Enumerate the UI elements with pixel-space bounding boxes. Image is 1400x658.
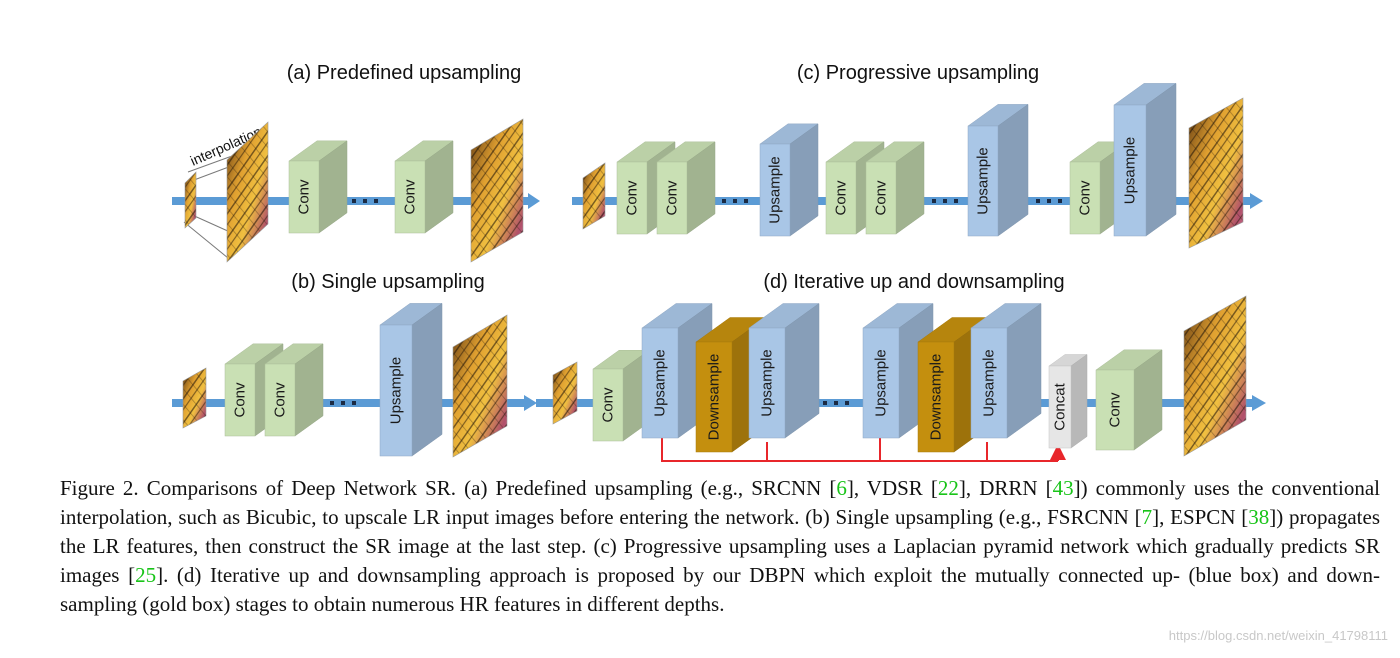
lr-input-image-a [184,171,197,229]
citation-ref: 25 [135,563,157,587]
caption-text: ], DRRN [ [958,476,1053,500]
caption-text: ], VDSR [ [846,476,938,500]
figure-caption: Figure 2. Comparisons of Deep Network SR… [60,474,1380,619]
citation-ref: 22 [937,476,959,500]
downsample-label: Downsample [928,354,945,441]
upsample-label: Upsample [652,349,669,417]
conv-label: Conv [600,387,617,423]
upsample-label: Upsample [767,156,784,224]
caption-text: ]. (d) Iterative up and downsampling app… [60,563,1380,616]
diagram-canvas: (a) Predefined upsampling (c) Progressiv… [172,62,1266,462]
conv-label: Conv [1077,180,1094,216]
upsample-block: Upsample [1113,82,1177,237]
upsample-label: Upsample [873,349,890,417]
upsample-label: Upsample [759,349,776,417]
upsample-block: Upsample [967,103,1029,237]
concat-label: Concat [1052,382,1069,430]
concat-block: Concat [1048,353,1088,449]
architecture-diagram: (a) Predefined upsampling (c) Progressiv… [172,62,1266,462]
lr-input-image-b [182,367,207,429]
ellipsis-dots-c1 [722,199,748,203]
ellipsis-dots-d [823,401,849,405]
panel-d-title: (d) Iterative up and downsampling [763,271,1064,293]
conv-label: Conv [1107,392,1124,428]
upsample-block: Upsample [970,303,1042,439]
conv-label: Conv [232,382,249,418]
images-layer [182,97,1247,458]
conv-block: Conv [264,343,324,437]
conv-label: Conv [402,179,419,215]
conv-block: Conv [592,349,650,442]
flow-arrow-a [172,193,540,209]
panel-c-title: (c) Progressive upsampling [797,62,1039,84]
upsample-label: Upsample [981,349,998,417]
ellipsis-dots-c3 [1036,199,1062,203]
lr-input-image-d [552,361,578,425]
conv-label: Conv [833,180,850,216]
conv-block: Conv [865,141,925,235]
lr-input-image-c [582,162,606,230]
citation-ref: 6 [836,476,847,500]
sr-output-image-d [1183,295,1247,457]
watermark-url: https://blog.csdn.net/weixin_41798111 [1168,628,1388,643]
skip-connections [661,437,1066,462]
conv-block: Conv [288,140,348,234]
conv-label: Conv [873,180,890,216]
sr-output-image-c [1188,97,1244,249]
sr-output-image-b [452,314,508,458]
sr-output-image-a [470,118,524,263]
citation-ref: 38 [1248,505,1270,529]
ellipsis-dots-c2 [932,199,958,203]
caption-text: Figure 2. Comparisons of Deep Network SR… [60,476,837,500]
upsample-label: Upsample [975,147,992,215]
downsample-label: Downsample [706,354,723,441]
panel-a-title: (a) Predefined upsampling [287,62,522,84]
caption-text: ]) commonly uses the conventional interp… [60,476,1380,529]
conv-label: Conv [296,179,313,215]
upsample-block: Upsample [379,302,443,457]
ellipsis-dots-a [352,199,378,203]
conv-block: Conv [1095,349,1163,451]
caption-text: ]) propagates the LR features, then cons… [60,505,1380,587]
conv-block: Conv [394,140,454,234]
caption-text: ], ESPCN [ [1152,505,1249,529]
conv-label: Conv [272,382,289,418]
upsample-block: Upsample [759,123,819,237]
conv-label: Conv [664,180,681,216]
panel-b-title: (b) Single upsampling [291,271,484,293]
conv-label: Conv [624,180,641,216]
conv-block: Conv [656,141,716,235]
upsample-label: Upsample [1122,137,1139,205]
interpolation-lines [183,155,235,259]
flow-arrow-b [172,395,537,411]
citation-ref: 43 [1052,476,1074,500]
interpolated-image-a [226,121,269,263]
upsample-label: Upsample [388,357,405,425]
upsample-block: Upsample [748,303,820,439]
ellipsis-dots-b [330,401,356,405]
citation-ref: 7 [1141,505,1153,529]
